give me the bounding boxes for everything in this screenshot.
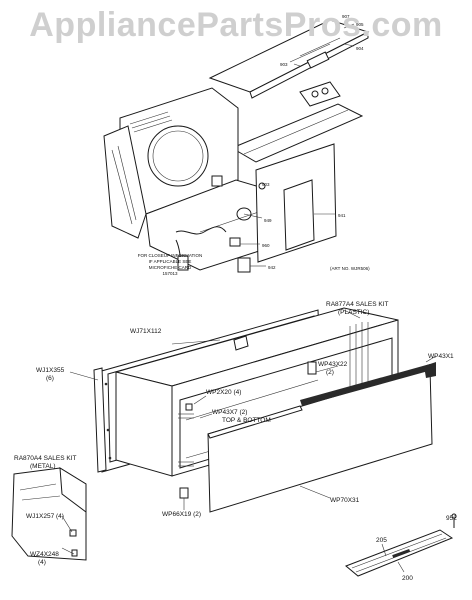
callout-903: 903 — [280, 62, 288, 67]
cover-bracket — [306, 51, 330, 69]
label-metal-kit: RA870A4 SALES KIT — [14, 455, 77, 462]
control-block — [299, 81, 341, 107]
label-952: 952 — [446, 515, 457, 522]
label-wj1x257: WJ1X257 (4) — [26, 513, 64, 520]
cover-trim-strip — [300, 364, 432, 406]
top-hinge — [233, 335, 249, 351]
screw-wp2x20 — [185, 403, 193, 411]
clip-wp43x22 — [307, 361, 317, 375]
closeup-note: FOR CLOSEUP INFORMATION IF APPLICABLE SE… — [138, 253, 203, 276]
label-top-bottom: TOP & BOTTOM — [222, 417, 271, 424]
site-watermark: AppliancePartsPros.com — [29, 6, 443, 44]
label-wz4x248: WZ4X248 — [30, 551, 59, 558]
gasket-wj71x112 — [93, 367, 107, 473]
label-metal-kit-sub: (METAL) — [30, 463, 56, 470]
wiring-harness — [175, 226, 227, 235]
fan-opening — [147, 125, 209, 187]
label-205: 205 — [376, 537, 387, 544]
lower-assembly: RA877A4 SALES KIT (PLASTIC) WJ71X112 WJ1… — [11, 301, 457, 582]
part-903 — [229, 237, 241, 247]
capacitor — [236, 207, 252, 221]
label-200: 200 — [402, 575, 413, 582]
bracket-942 — [237, 257, 251, 273]
label-wp43x22-qty: (2) — [326, 369, 334, 376]
label-wp2x20: WP2X20 (4) — [206, 389, 241, 396]
screw-952 — [451, 513, 457, 519]
left-shroud — [103, 125, 147, 239]
plug — [177, 255, 189, 271]
sleeve-left-side — [115, 371, 173, 477]
fastener-wj1x257 — [69, 529, 77, 537]
label-wp66x19: WP66X19 (2) — [162, 511, 201, 518]
callout-907: 907 — [342, 14, 350, 19]
fastener-wz4x248 — [71, 549, 78, 557]
label-wp43x1: WP43X1 — [428, 353, 454, 360]
callout-905: 905 — [356, 22, 364, 27]
label-wj71x112: WJ71X112 — [130, 328, 162, 335]
callout-941: 941 — [338, 213, 346, 218]
callout-904: 904 — [356, 46, 364, 51]
switch-part — [211, 175, 223, 187]
cover-end-cap — [424, 362, 436, 378]
note-line-1: FOR CLOSEUP INFORMATION — [138, 253, 203, 258]
callout-949: 949 — [264, 218, 272, 223]
callout-942: 942 — [268, 265, 276, 270]
part-number-note: (ART NO. WJR506) — [330, 266, 370, 271]
note-line-2: IF APPLICABLE SEE — [149, 259, 192, 264]
inset-cover — [283, 179, 315, 251]
callout-960: 960 — [262, 243, 270, 248]
cover-trim-left — [207, 405, 303, 439]
label-wp43x22: WP43X22 — [318, 361, 348, 368]
callout-903b: 903 — [262, 182, 270, 187]
label-wp70x31: WP70X31 — [330, 497, 360, 504]
screw-part — [258, 182, 266, 190]
label-wj1x355-qty: (6) — [46, 375, 54, 382]
rear-rail — [230, 103, 364, 163]
upper-assembly: 907 905 904 903 903 949 960 942 941 FOR … — [103, 14, 370, 276]
note-line-3: MICROFICHE CARD — [149, 265, 192, 270]
label-plastic-kit-sub: (PLASTIC) — [338, 309, 369, 316]
label-wz4x248-qty: (4) — [38, 559, 46, 566]
clip-wp66x19 — [179, 487, 189, 499]
note-line-4: 157013 — [162, 271, 178, 276]
label-plastic-kit: RA877A4 SALES KIT — [326, 301, 389, 308]
metal-kit-shroud-side — [59, 467, 87, 513]
label-wp43x7: WP43X7 (2) — [212, 409, 247, 416]
label-wj1x355: WJ1X355 — [36, 367, 65, 374]
